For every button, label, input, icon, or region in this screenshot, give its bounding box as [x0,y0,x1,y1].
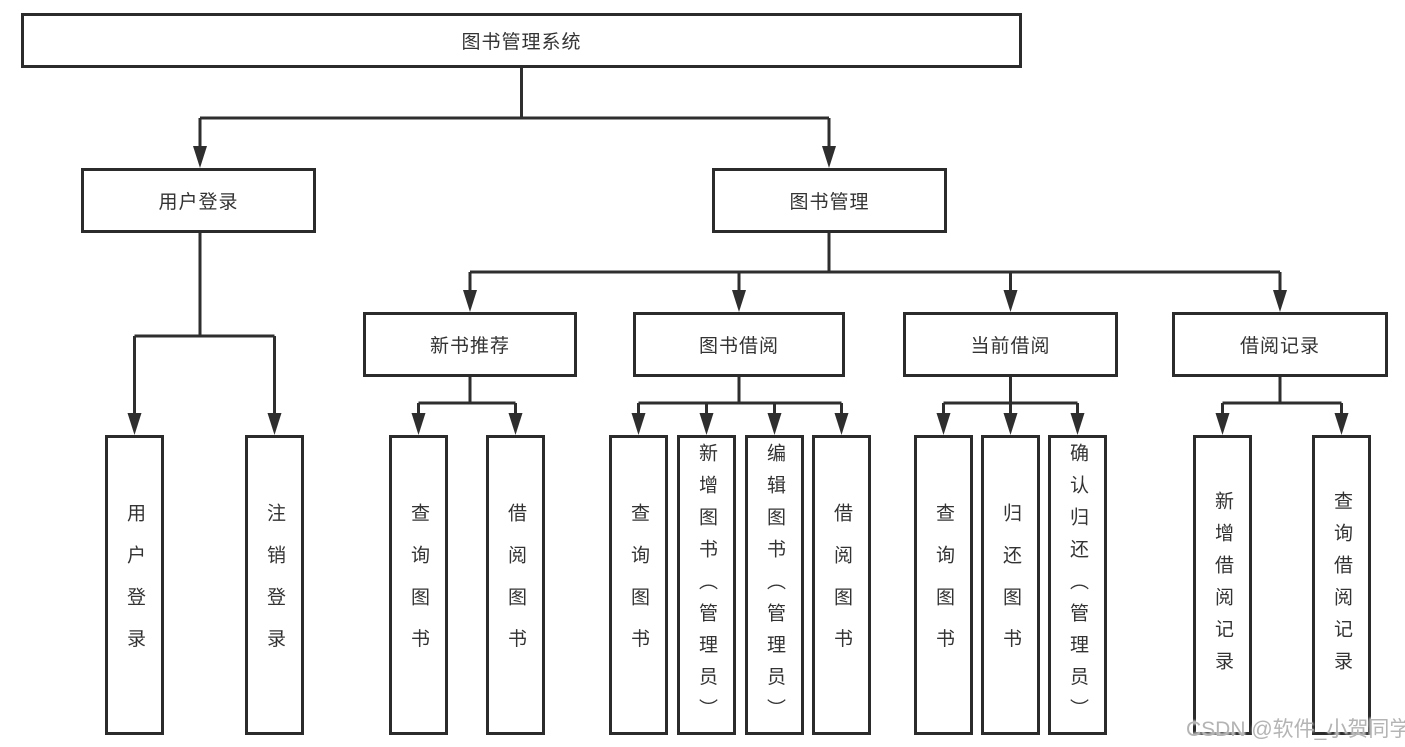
leaf-add-borrow-record: 新增借阅记录 [1193,435,1252,735]
connector-current-borrow [942,377,1079,414]
arrowheads [127,146,1349,435]
leaf-query-borrow-record: 查询借阅记录 [1312,435,1371,735]
connector-book-borrow [637,377,843,414]
connector-borrow-records [1221,377,1343,414]
leaf-edit-book-admin: 编辑图书（管理员） [745,435,804,735]
leaf-query-books-current: 查询图书 [914,435,973,735]
connector-user-login [133,233,276,414]
node-root: 图书管理系统 [21,13,1022,68]
leaf-confirm-return-admin: 确认归还（管理员） [1048,435,1107,735]
watermark-text: CSDN @软件_小贺同学 [1186,718,1405,741]
node-new-book-recommend: 新书推荐 [363,312,577,377]
node-book-borrow: 图书借阅 [633,312,845,377]
node-user-login: 用户登录 [81,168,316,233]
connector-book-management [468,233,1282,291]
leaf-logout: 注销登录 [245,435,304,735]
leaf-return-book: 归还图书 [981,435,1040,735]
node-book-management: 图书管理 [712,168,947,233]
connector-new-book-recommend [417,377,517,414]
connector-root [198,68,831,147]
node-current-borrow: 当前借阅 [903,312,1118,377]
leaf-borrow-books-recommend: 借阅图书 [486,435,545,735]
leaf-user-login: 用户登录 [105,435,164,735]
leaf-query-books-borrow: 查询图书 [609,435,668,735]
leaf-add-book-admin: 新增图书（管理员） [677,435,736,735]
leaf-query-books-recommend: 查询图书 [389,435,448,735]
leaf-borrow-books: 借阅图书 [812,435,871,735]
node-borrow-records: 借阅记录 [1172,312,1388,377]
